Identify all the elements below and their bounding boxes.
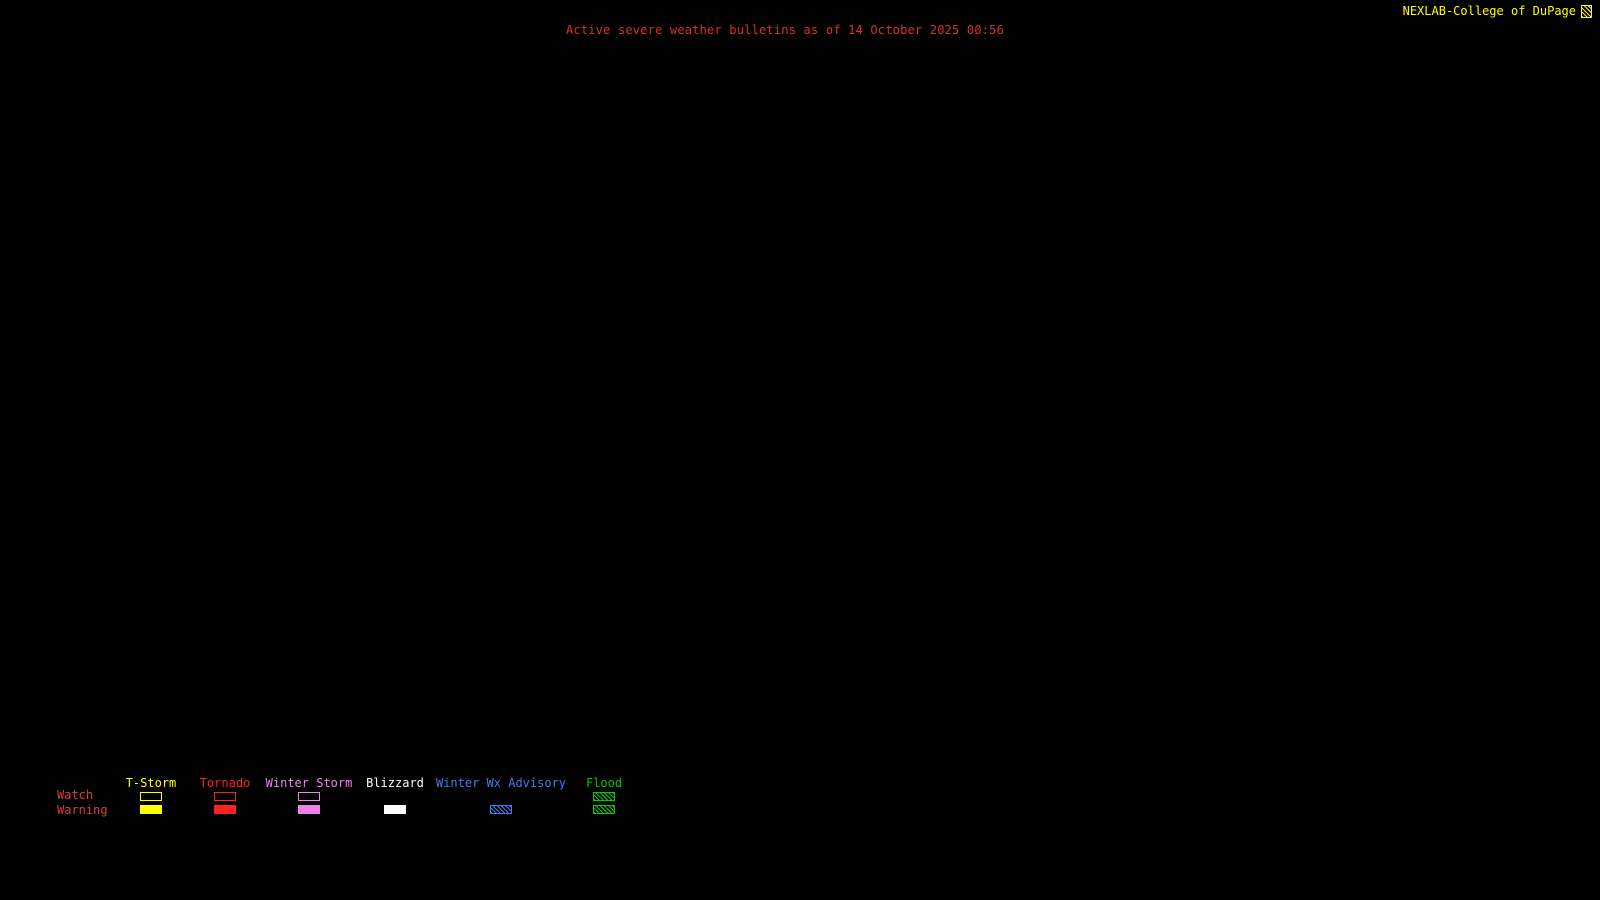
legend-watch-swatch: [298, 792, 320, 801]
legend-warning-swatch: [214, 805, 236, 814]
legend-column-label: Tornado: [199, 776, 251, 790]
legend-column-tornado: Tornado: [175, 777, 275, 814]
bulletin-title: Active severe weather bulletins as of 14…: [565, 23, 1005, 37]
legend-warning-swatch: [140, 805, 162, 814]
legend-column-label: T-Storm: [125, 776, 177, 790]
map-area: [0, 45, 1600, 755]
legend-column-label: Winter Storm: [265, 776, 353, 790]
brand-label: NEXLAB-College of DuPage: [1402, 4, 1576, 18]
legend-warning-swatch: [384, 805, 406, 814]
brand-logo-icon: [1581, 4, 1592, 18]
legend-column-t-storm: T-Storm: [101, 777, 201, 814]
legend-watch-swatch: [140, 792, 162, 801]
legend-column-label: Winter Wx Advisory: [435, 776, 567, 790]
legend-column-winter-wx-advisory: Winter Wx Advisory: [426, 777, 576, 814]
legend-warning-row-label: Warning: [57, 803, 108, 817]
legend-column-winter-storm: Winter Storm: [249, 777, 369, 814]
legend-column-label: Blizzard: [366, 776, 424, 790]
brand: NEXLAB-College of DuPage: [1403, 4, 1592, 18]
legend-warning-swatch: [593, 805, 615, 814]
legend-warning-swatch: [490, 805, 512, 814]
legend-watch-swatch: [593, 792, 615, 801]
legend-watch-swatch: [214, 792, 236, 801]
legend-warning-swatch: [298, 805, 320, 814]
legend-watch-row-label: Watch: [57, 788, 94, 802]
legend-column-blizzard: Blizzard: [345, 777, 445, 814]
legend-column-label: Flood: [585, 776, 623, 790]
legend-column-flood: Flood: [554, 777, 654, 814]
